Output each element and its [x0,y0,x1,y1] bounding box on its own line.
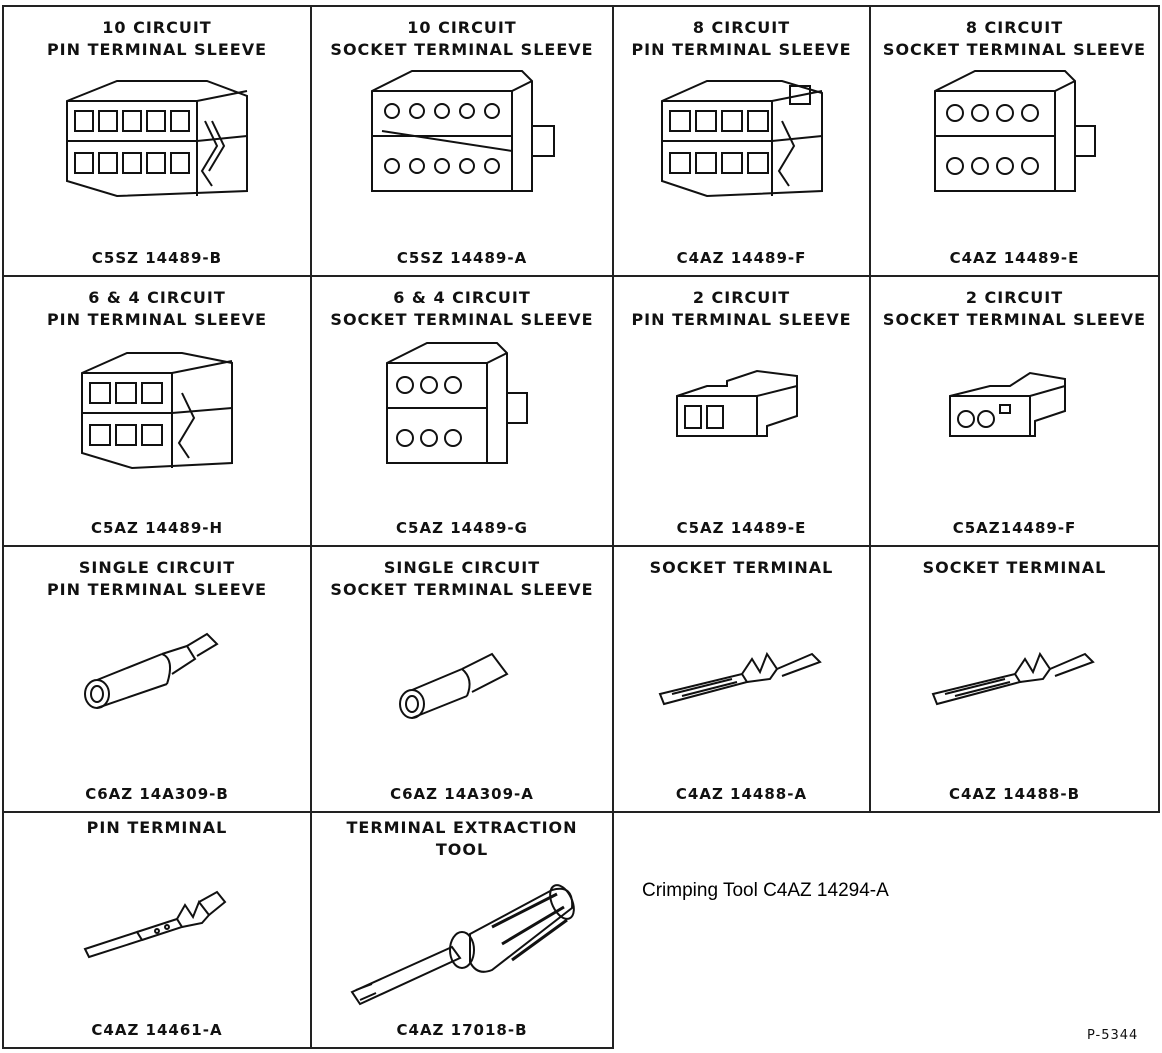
cell-10-circuit-pin: 10 CIRCUIT PIN TERMINAL SLEEVE C5SZ 1448… [2,5,312,277]
cell-title: SOCKET TERMINAL [649,558,834,577]
cell-title: 8 CIRCUIT PIN TERMINAL SLEEVE [631,18,852,59]
cell-title: 10 CIRCUIT PIN TERMINAL SLEEVE [46,18,268,59]
cell-2-circuit-pin: 2 CIRCUIT PIN TERMINAL SLEEVE C5AZ 14489… [612,275,871,547]
part-number: C4AZ 14488-B [949,785,1080,803]
extraction-tool-icon [350,884,575,1006]
cell-title: PIN TERMINAL [86,818,228,837]
cell-10-circuit-socket: 10 CIRCUIT SOCKET TERMINAL SLEEVE C5SZ 1… [310,5,614,277]
pin-sleeve-10-icon [66,80,248,198]
socket-sleeve-10-icon [371,70,555,192]
cell-2-circuit-socket: 2 CIRCUIT SOCKET TERMINAL SLEEVE C5AZ144… [869,275,1160,547]
part-number: C5SZ 14489-A [396,249,528,267]
cell-8-circuit-socket: 8 CIRCUIT SOCKET TERMINAL SLEEVE C4AZ 14… [869,5,1160,277]
cell-title: 6 & 4 CIRCUIT PIN TERMINAL SLEEVE [46,288,268,329]
cell-socket-terminal-a: SOCKET TERMINAL C4AZ 14488-A [612,545,871,813]
figure-reference: P-5344 [1087,1028,1139,1043]
cell-title: 2 CIRCUIT PIN TERMINAL SLEEVE [631,288,852,329]
cell-single-circuit-pin: SINGLE CIRCUIT PIN TERMINAL SLEEVE C6AZ … [2,545,312,813]
pin-sleeve-8-icon [660,80,823,198]
socket-sleeve-2-icon [948,371,1066,437]
cell-title: 10 CIRCUIT SOCKET TERMINAL SLEEVE [330,18,594,59]
part-number: C5AZ14489-F [952,519,1077,537]
part-number: C5AZ 14489-H [90,519,224,537]
pin-sleeve-single-icon [84,632,219,709]
pin-sleeve-2-icon [675,369,798,437]
socket-sleeve-single-icon [399,652,509,719]
cell-title: 6 & 4 CIRCUIT SOCKET TERMINAL SLEEVE [330,288,594,329]
socket-terminal-icon [658,651,822,706]
pin-terminal-icon [83,890,227,959]
cell-title: TERMINAL EXTRACTION TOOL [346,818,578,859]
crimping-tool-label: Crimping Tool C4AZ 14294-A [642,880,889,901]
part-number: C4AZ 14461-A [91,1021,223,1039]
part-number: C6AZ 14A309-B [85,785,229,803]
part-number: C4AZ 17018-B [396,1021,528,1039]
part-number: C4AZ 14489-E [949,249,1080,267]
part-number: C5AZ 14489-E [676,519,807,537]
part-number: C6AZ 14A309-A [390,785,534,803]
cell-socket-terminal-b: SOCKET TERMINAL C4AZ 14488-B [869,545,1160,813]
part-number: C4AZ 14489-F [676,249,807,267]
cell-6-4-circuit-pin: 6 & 4 CIRCUIT PIN TERMINAL SLEEVE C5AZ 1… [2,275,312,547]
cell-extraction-tool: TERMINAL EXTRACTION TOOL C4AZ 17018-B [310,811,614,1049]
cell-title: SINGLE CIRCUIT SOCKET TERMINAL SLEEVE [330,558,594,599]
pin-sleeve-6-4-icon [81,352,233,470]
cell-title: 8 CIRCUIT SOCKET TERMINAL SLEEVE [882,18,1147,59]
socket-sleeve-6-4-icon [386,342,528,464]
cell-single-circuit-socket: SINGLE CIRCUIT SOCKET TERMINAL SLEEVE C6… [310,545,614,813]
cell-6-4-circuit-socket: 6 & 4 CIRCUIT SOCKET TERMINAL SLEEVE C5A… [310,275,614,547]
part-number: C5SZ 14489-B [91,249,223,267]
cell-title: SINGLE CIRCUIT PIN TERMINAL SLEEVE [46,558,268,599]
part-number: C4AZ 14488-A [675,785,808,803]
part-number: C5AZ 14489-G [396,519,528,537]
socket-terminal-icon [931,651,1095,706]
cell-8-circuit-pin: 8 CIRCUIT PIN TERMINAL SLEEVE C4AZ 14489… [612,5,871,277]
cell-title: SOCKET TERMINAL [922,558,1107,577]
socket-sleeve-8-icon [933,70,1096,192]
cell-pin-terminal: PIN TERMINAL C4AZ 14461-A [2,811,312,1049]
cell-title: 2 CIRCUIT SOCKET TERMINAL SLEEVE [882,288,1147,329]
